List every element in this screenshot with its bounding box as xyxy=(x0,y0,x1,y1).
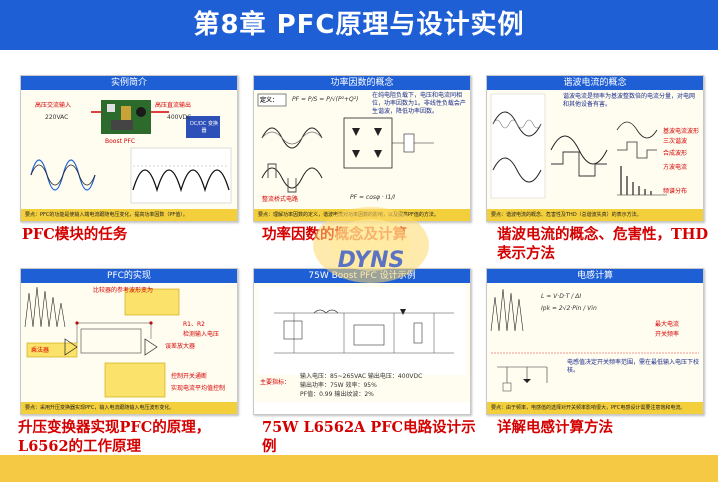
card-illustration: L = V·D·T / ΔI Ipk = 2√2·Pin / Vin 电感值决定… xyxy=(487,283,703,401)
pf-formula: PF = P/S = P/√(P²+Q²) xyxy=(292,96,359,103)
card-inductor-calc[interactable]: 电感计算 L = V·D·T / ΔI Ipk = 2√2·Pin / Vin … xyxy=(486,268,704,415)
caption-harmonic: 谐波电流的概念、危害性，THD表示方法 xyxy=(497,226,709,262)
rectifier-label: 整流桥式电路 xyxy=(262,196,299,203)
card-header: 实例简介 xyxy=(21,76,237,90)
caption-pfc-task: PFC模块的任务 xyxy=(22,226,128,243)
pf-formula-2: PF = cosφ · I1/I xyxy=(350,194,396,201)
watermark-logo xyxy=(313,207,429,283)
combined-label: 合成波形 xyxy=(663,150,688,157)
third-harmonic-label: 三次谐波 xyxy=(663,138,688,145)
fundamental-label: 基波电流波形 xyxy=(663,128,700,135)
card-foot: 要点：谐波电流的概念、危害性及THD（总谐波失真）的表示方法。 xyxy=(487,209,703,221)
r1r2-label: R1、R2 xyxy=(183,321,205,328)
card-illustration: 谐波电流是频率为基波整数倍的电流分量，对电网和其他设备有害。 基波电流波形 三次… xyxy=(487,90,703,208)
watermark-text: DYNS xyxy=(337,248,405,273)
inductor-note: 电感值决定开关频率范围，需在最低输入电压下校核。 xyxy=(567,359,700,374)
card-header: 谐波电流的概念 xyxy=(487,76,703,90)
spec-line-1: 输入电压：85~265VAC 输出电压：400VDC xyxy=(300,373,423,380)
card-75w-design[interactable]: 75W Boost PFC 设计示例 主要指标： 输入电压：85~265VAC … xyxy=(253,268,471,415)
spec-line-2: 输出功率：75W 效率：95% xyxy=(300,382,377,389)
input-sense-label: 检测输入电压 xyxy=(183,331,220,338)
card-example-intro[interactable]: 实例简介 高压交流输入 220VAC 高压直流输出 400VDC Boost P… xyxy=(20,75,238,222)
boost-label: Boost PFC xyxy=(105,138,136,145)
definition-label: 定义： xyxy=(260,97,279,104)
inductor-formula-1: L = V·D·T / ΔI xyxy=(541,293,582,300)
ac-input-label: 高压交流输入 xyxy=(35,102,72,109)
inductor-formula-2: Ipk = 2√2·Pin / Vin xyxy=(541,305,597,312)
vout-label: 400VDC xyxy=(167,114,192,121)
max-current-label: 最大电流 xyxy=(655,321,680,328)
caption-inductor-calc: 详解电感计算方法 xyxy=(497,419,613,436)
card-pfc-implementation[interactable]: PFC的实现 比较器的参考波形变为 R1、R2 检测输入电压 误差放大器 乘法器… xyxy=(20,268,238,415)
switch-freq-label: 开关频率 xyxy=(655,331,680,338)
square-wave-label: 方波电流 xyxy=(663,164,688,171)
card-harmonic-current[interactable]: 谐波电流的概念 谐波电流是频率为基波整数倍的电流分量，对电网和其他设备有害。 基… xyxy=(486,75,704,222)
bottom-band xyxy=(0,455,718,482)
card-illustration: 主要指标： 输入电压：85~265VAC 输出电压：400VDC 输出功率：75… xyxy=(254,283,470,401)
caption-pfc-implementation: 升压变换器实现PFC的原理，L6562的工作原理 xyxy=(18,419,211,455)
card-header: 电感计算 xyxy=(487,269,703,283)
card-power-factor[interactable]: 功率因数的概念 定义： PF = P/S = P/√(P²+Q²) 在纯电阻负载… xyxy=(253,75,471,222)
card-foot xyxy=(254,402,470,414)
caption-75w-design: 75W L6562A PFC电路设计示例 xyxy=(262,419,476,455)
dcdc-label: DC/DC 变换器 xyxy=(190,121,218,134)
card-foot: 要点：由于频率，电感值的选择对开关频率影响很大，PFC电感设计需要注意饱和电流。 xyxy=(487,402,703,414)
card-foot: 要点：采用升压变换器实现PFC，输入电流跟随输入电压波形变化。 xyxy=(21,402,237,414)
spec-line-3: PF值：0.99 输出纹波：2% xyxy=(300,391,374,398)
card-foot: 要点：PFC的功能是使输入端电流跟随电压变化，提高功率因数（PF值）。 xyxy=(21,209,237,221)
avg-current-label: 实现电流平均值控制 xyxy=(171,385,226,392)
card-illustration: 比较器的参考波形变为 R1、R2 检测输入电压 误差放大器 乘法器 控制开关通断… xyxy=(21,283,237,401)
comparator-label: 比较器的参考波形变为 xyxy=(93,287,154,294)
error-amp-label: 误差放大器 xyxy=(165,343,196,350)
page-title: 第8章 PFC原理与设计实例 xyxy=(0,0,718,50)
harmonic-note: 谐波电流是频率为基波整数倍的电流分量，对电网和其他设备有害。 xyxy=(563,93,696,108)
vin-label: 220VAC xyxy=(45,114,69,121)
card-header: 功率因数的概念 xyxy=(254,76,470,90)
switch-control-label: 控制开关通断 xyxy=(171,373,208,380)
pf-note: 在纯电阻负载下，电压和电流同相位，功率因数为1。非线性负载会产生谐波，降低功率因… xyxy=(372,92,466,115)
spec-title: 主要指标： xyxy=(260,379,291,386)
card-illustration: 高压交流输入 220VAC 高压直流输出 400VDC Boost PFC DC… xyxy=(21,90,237,208)
spectrum-label: 频谱分布 xyxy=(663,188,688,195)
multiplier-label: 乘法器 xyxy=(31,347,50,354)
dc-output-label: 高压直流输出 xyxy=(155,102,192,109)
card-illustration: 定义： PF = P/S = P/√(P²+Q²) 在纯电阻负载下，电压和电流同… xyxy=(254,90,470,208)
card-header: PFC的实现 xyxy=(21,269,237,283)
